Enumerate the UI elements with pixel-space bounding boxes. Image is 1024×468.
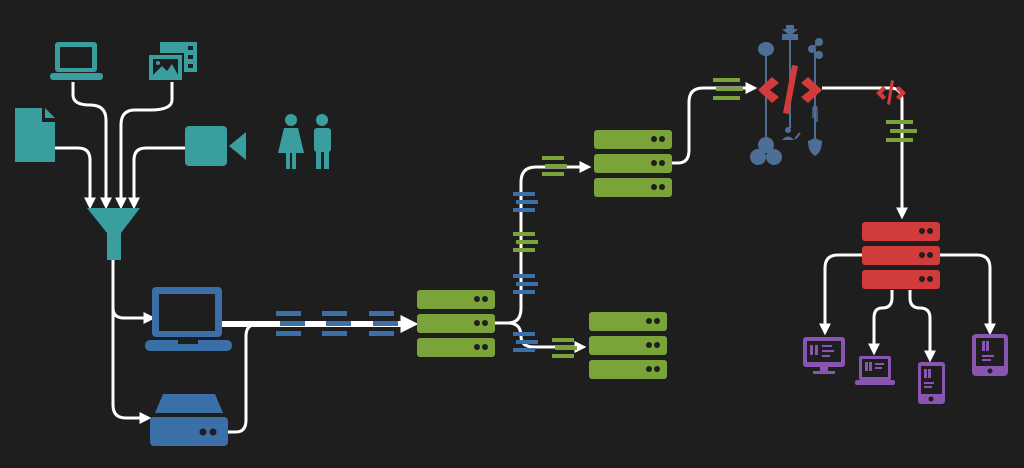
- server-3: [589, 312, 667, 379]
- ingest-laptop-icon: [145, 287, 232, 351]
- phone-icon: [918, 362, 945, 404]
- share-icon: [808, 38, 823, 59]
- small-code-icon: [876, 80, 906, 105]
- images-video-icon: [147, 42, 197, 82]
- shield-icon: [808, 138, 822, 156]
- data-packets-green: [513, 78, 917, 358]
- attachment-icon: [812, 105, 818, 122]
- code-icon: [758, 65, 822, 114]
- monitor-icon: [803, 337, 845, 374]
- people-icon: [278, 114, 331, 169]
- server-2: [594, 130, 672, 197]
- tablet-icon: [972, 334, 1008, 376]
- source-connectors: [55, 82, 185, 210]
- service-icons: [750, 25, 823, 165]
- red-server: [862, 222, 940, 289]
- users-emotion-icon: [750, 137, 782, 165]
- document-icon: [15, 108, 55, 162]
- chat-icon: [758, 42, 774, 56]
- data-packets-blue: [276, 192, 538, 352]
- video-camera-icon: [185, 126, 246, 166]
- funnel-icon: [87, 208, 140, 260]
- laptop-icon: [50, 42, 103, 80]
- client-laptop-icon: [855, 356, 895, 385]
- storage-drive-icon: [150, 394, 228, 446]
- server-connectors: [495, 82, 996, 363]
- user-edit-icon: [782, 127, 801, 140]
- server-1: [417, 290, 495, 357]
- download-icon: [782, 25, 798, 40]
